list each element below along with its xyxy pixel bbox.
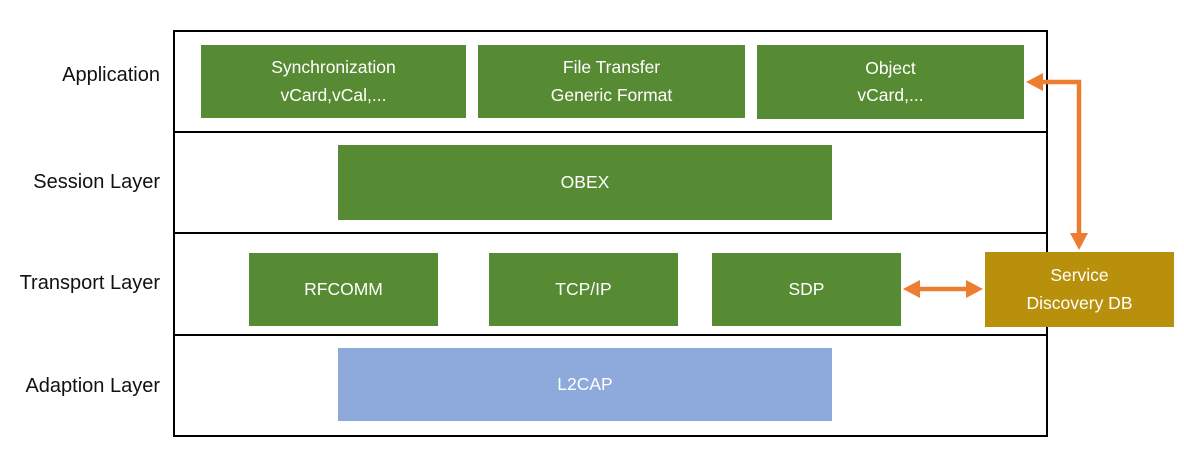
box-tcpip-label: TCP/IP <box>555 278 612 299</box>
box-object-line2: vCard,... <box>857 85 924 105</box>
box-synchronization-line2: vCard,vCal,... <box>280 84 387 105</box>
box-rfcomm-label: RFCOMM <box>304 278 383 299</box>
divider-transport-adaption <box>175 334 1046 336</box>
box-file-transfer-line2: Generic Format <box>550 84 673 105</box>
layer-label-adaption-layer: Adaption Layer <box>25 375 160 397</box>
box-synchronization-line1: Synchronization <box>271 57 396 78</box>
box-file-transfer: File Transfer Generic Format <box>478 45 745 118</box>
box-object: Object vCard,... <box>757 45 1024 119</box>
box-service-discovery-db: Service Discovery DB <box>985 252 1174 327</box>
box-obex-label: OBEX <box>560 171 610 192</box>
box-tcpip: TCP/IP <box>489 253 678 326</box>
box-rfcomm: RFCOMM <box>249 253 438 326</box>
layer-label-session-layer: Session Layer <box>33 171 160 193</box>
layer-label-transport-layer: Transport Layer <box>19 272 160 294</box>
box-synchronization: Synchronization vCard,vCal,... <box>201 45 466 118</box>
box-l2cap-label: L2CAP <box>557 373 613 394</box>
layer-label-application: Application <box>62 64 160 86</box>
box-object-line1: Object <box>865 57 916 78</box>
divider-session-transport <box>175 232 1046 234</box>
box-file-transfer-line1: File Transfer <box>562 57 661 78</box>
box-sdp: SDP <box>712 253 901 326</box>
box-obex: OBEX <box>338 145 832 220</box>
box-sdp-label: SDP <box>788 278 825 299</box>
box-service-discovery-db-line1: Service <box>1050 265 1109 286</box>
box-l2cap: L2CAP <box>338 348 832 421</box>
box-service-discovery-db-line2: Discovery DB <box>1026 292 1133 313</box>
divider-application-session <box>175 131 1046 133</box>
